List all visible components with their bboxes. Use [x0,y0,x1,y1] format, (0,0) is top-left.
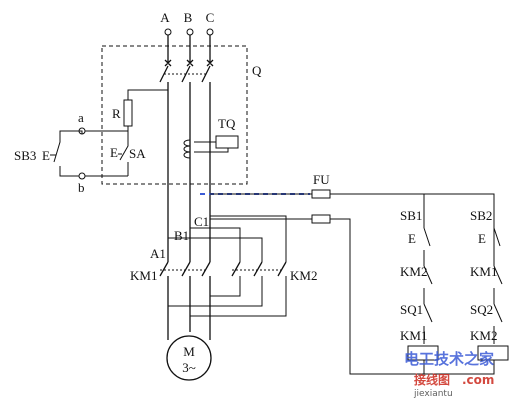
sa-switch [118,138,129,172]
sq1-label: SQ1 [400,302,423,317]
watermark-title: 电工技术之家 [404,350,494,368]
sb1-contact [423,227,431,266]
breaker-contact-marks [164,59,214,67]
sq1-contact [423,303,433,344]
motor-m-label: M [183,344,195,359]
km2-main-blades [231,261,287,277]
sq2-contact [493,303,503,344]
coil-km2-box [477,345,509,361]
phase-b-label: B [184,10,193,25]
interlock-km1-contact [493,265,503,304]
interlock-km1-label: KM1 [470,264,497,279]
motor-feed-lines [167,276,211,340]
km2-feed-wires [168,215,287,262]
interlock-km2-contact [423,265,433,304]
resistor-wiring [127,89,168,138]
motor-symbol [166,335,212,381]
watermark: 电工技术之家 接线图 .com jiexiantu [404,350,494,398]
phase-c-label: C [206,10,215,25]
coil-km1-label: KM1 [400,328,427,343]
phase-a-label: A [160,10,170,25]
terminal-b-label: b [78,180,85,195]
node-b1-label: B1 [174,228,189,243]
km1-main-blades [159,261,211,277]
phase-supply-lines [167,35,211,62]
sa-label: SA [129,146,146,161]
sb2-label: SB2 [470,208,492,223]
control-supply-upper [210,193,495,258]
watermark-url: jiexiantu [413,389,453,398]
resistor-symbol [123,99,133,127]
tq-coil-box [215,135,239,149]
sb2-contact [493,227,501,266]
sb1-actuator: E [408,231,416,246]
coil-km1-box [407,345,439,361]
control-supply-lower [210,218,495,375]
node-c1-label: C1 [194,214,209,229]
sq2-label: SQ2 [470,302,493,317]
tq-coil-winding [183,139,191,159]
resistor-label: R [112,106,121,121]
coil-km2-label: KM2 [470,328,497,343]
watermark-sub: 接线图 [414,372,450,387]
sa-actuator: E [110,145,118,160]
tq-label: TQ [218,116,236,131]
sb3-actuator: E [42,148,50,163]
terminal-a [164,28,172,36]
sb1-label: SB1 [400,208,422,223]
terminal-a-label: a [78,110,84,125]
sb3-switch [50,130,83,177]
tq-wiring [194,141,229,153]
node-a1-label: A1 [150,246,166,261]
km1-main-label: KM1 [130,268,157,283]
fuse-lower [311,214,331,224]
terminal-c [206,28,214,36]
fuse-label: FU [313,172,330,187]
sb2-actuator: E [478,231,486,246]
main-phase-lines [167,82,211,262]
km2-main-label: KM2 [290,268,317,283]
fuse-upper [311,189,331,199]
watermark-com: .com [462,373,494,387]
breaker-q-label: Q [252,63,262,78]
interlock-km2-label: KM2 [400,264,427,279]
motor-ac-label: 3~ [182,360,196,375]
sb3-label: SB3 [14,148,36,163]
terminal-b [186,28,194,36]
km2-output-crossover [168,276,287,317]
terminal-b-circle [78,172,86,180]
terminal-wires [85,130,129,177]
breaker-q-enclosure [101,45,248,185]
